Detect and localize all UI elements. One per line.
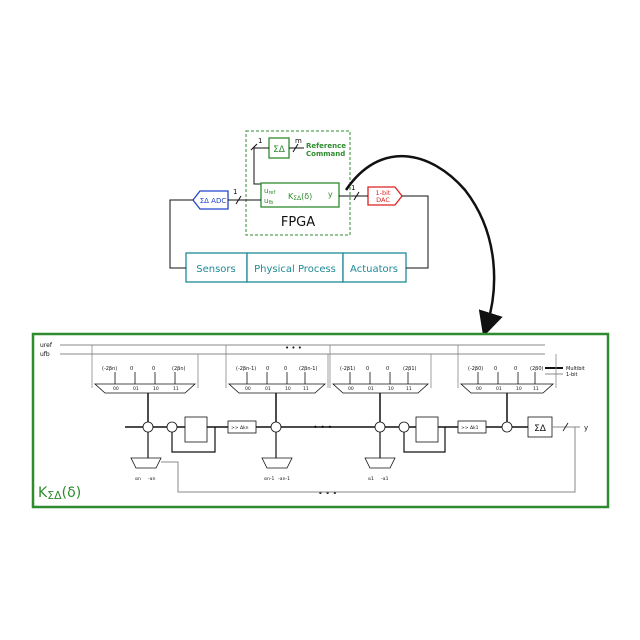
stage-3: (-2β1) 0 0 (2β1) 00 01 10 11 [329, 345, 432, 427]
stage-2-const-2: 0 [284, 366, 287, 372]
controller-y-label: y [328, 190, 333, 199]
sigma-delta-label: ΣΔ [273, 145, 286, 155]
gain-mux-2 [261, 457, 293, 469]
top-system-diagram: FPGA ΣΔ Reference Command m 1 uref ufb K… [169, 130, 503, 337]
register-2 [415, 416, 439, 443]
shift-2-label: >> Δk1 [461, 425, 479, 431]
stage-2-code-2: 10 [285, 386, 291, 392]
stage-1-mux [93, 383, 197, 394]
adder-2 [166, 421, 178, 433]
final-sigma-delta-label: ΣΔ [534, 424, 547, 434]
adder-5 [398, 421, 410, 433]
dac-label-1: 1-bit [376, 189, 391, 197]
gain-mux-3 [364, 457, 396, 469]
stage-4-code-1: 01 [496, 386, 502, 392]
stage-3-const-1: 0 [366, 366, 369, 372]
adc-bus-label: 1 [233, 188, 237, 196]
actuators-box [342, 252, 407, 283]
stage-1-code-0: 00 [113, 386, 119, 392]
detail-title: KΣΔ(δ) [38, 485, 81, 502]
stage-3-code-1: 01 [368, 386, 374, 392]
top-ellipsis: • • • [285, 344, 302, 352]
detail-panel: KΣΔ(δ) uref ufb • • • Multibit 1-bit (-2… [31, 332, 610, 509]
stage-4: (-2β0) 0 0 (2β0) 00 01 10 11 [457, 345, 557, 427]
stage-1-const-1: 0 [130, 366, 133, 372]
shift-1-label: >> Δkn [231, 425, 249, 431]
gain-1-pos: αn [135, 477, 141, 482]
stage-1-code-3: 11 [173, 386, 179, 392]
adder-3 [270, 421, 282, 433]
reference-command-label-1: Reference [306, 142, 346, 150]
fpga-label: FPGA [281, 215, 315, 230]
gain-3-pos: α1 [368, 476, 374, 482]
register-1 [184, 416, 208, 443]
gain-2-neg: -αn-1 [278, 476, 290, 482]
stage-2-code-1: 01 [265, 386, 271, 392]
dac-shape [367, 186, 403, 206]
stage-4-code-2: 10 [516, 386, 522, 392]
legend-1bit: 1-bit [566, 372, 578, 378]
shift-2 [457, 420, 487, 434]
adder-4 [374, 421, 386, 433]
stage-1-code-2: 10 [153, 386, 159, 392]
dac-label-2: DAC [376, 196, 390, 204]
controller-box [260, 182, 340, 208]
stage-3-mux [331, 383, 430, 394]
stage-2-const-1: 0 [266, 366, 269, 372]
bus-m-label: m [295, 137, 302, 145]
detail-ufb-label: ufb [40, 351, 50, 358]
stage-1: (-2βn) 0 0 (2βn) 00 01 10 11 [91, 345, 199, 427]
stage-4-code-3: 11 [533, 386, 539, 392]
detail-uref-label: uref [40, 342, 53, 349]
bus-1-top-label: 1 [258, 137, 262, 145]
stage-3-code-0: 00 [348, 386, 354, 392]
stage-3-const-2: 0 [386, 366, 389, 372]
bottom-ellipsis: • • • [318, 489, 337, 498]
stage-2: (-2βn-1) 0 0 (2βn-1) 00 01 10 11 [225, 345, 329, 427]
dac-bus-label: 1 [351, 184, 355, 192]
stage-2-const-0: (-2βn-1) [236, 366, 256, 372]
gain-3-neg: -α1 [381, 476, 389, 482]
stage-2-code-0: 00 [245, 386, 251, 392]
stage-2-code-3: 11 [303, 386, 309, 392]
stage-4-mux [459, 383, 555, 394]
process-box [246, 252, 344, 283]
sensors-label: Sensors [196, 264, 236, 275]
stage-1-const-0: (-2βn) [102, 366, 117, 372]
stage-3-code-3: 11 [406, 386, 412, 392]
detail-frame [31, 332, 610, 509]
legend-multibit: Multibit [566, 366, 585, 372]
gain-2-pos: αn-1 [264, 476, 274, 482]
stage-4-const-3: (2β0) [530, 366, 544, 372]
stage-1-const-3: (2βn) [172, 366, 185, 372]
stage-4-code-0: 00 [476, 386, 482, 392]
stage-4-const-2: 0 [514, 366, 517, 372]
mid-ellipsis: • • • [313, 423, 332, 432]
stage-2-const-3: (2βn-1) [299, 366, 317, 372]
adder-6 [501, 421, 513, 433]
gain-mux-1 [130, 457, 162, 469]
adder-1 [142, 421, 154, 433]
gain-1-neg: -αn [148, 477, 156, 482]
stage-1-code-1: 01 [133, 386, 139, 392]
reference-command-label-2: Command [306, 150, 345, 158]
zoom-arrow [344, 154, 503, 337]
stage-3-const-0: (-2β1) [340, 366, 355, 372]
controller-uref-label: uref [264, 187, 275, 196]
shift-1 [227, 420, 257, 434]
stage-4-const-1: 0 [494, 366, 497, 372]
process-label: Physical Process [254, 264, 336, 275]
stage-1-const-2: 0 [152, 366, 155, 372]
stage-3-code-2: 10 [388, 386, 394, 392]
stage-2-mux [227, 383, 327, 394]
adc-label: ΣΔ ADC [200, 197, 227, 205]
controller-k-label: KΣΔ(δ) [288, 192, 312, 202]
controller-ufb-label: ufb [264, 197, 273, 206]
stage-4-const-0: (-2β0) [468, 366, 483, 372]
detail-y-label: y [584, 424, 588, 432]
stage-3-const-3: (2β1) [403, 366, 417, 372]
actuators-label: Actuators [350, 264, 398, 275]
